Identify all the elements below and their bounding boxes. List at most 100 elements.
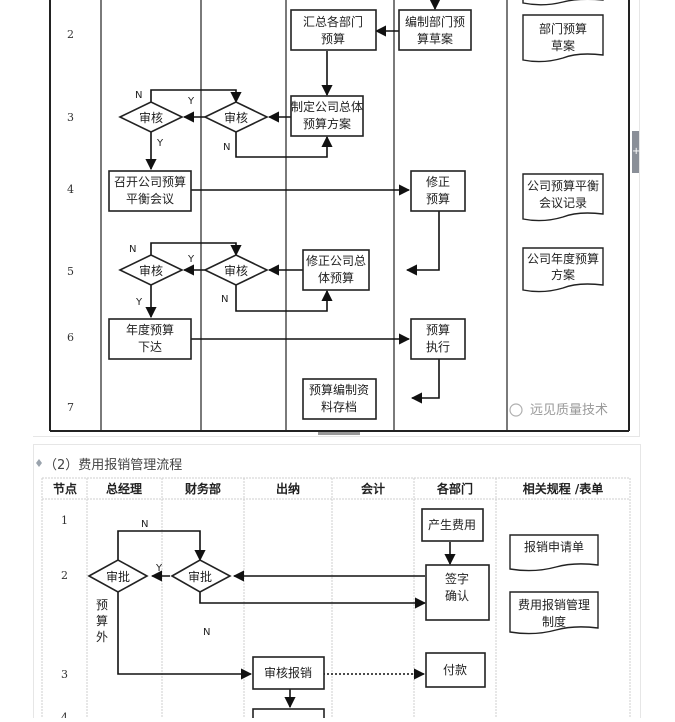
column-header: 会计 bbox=[361, 481, 385, 496]
process-box-archive-materials bbox=[302, 378, 377, 420]
decision-label: 审核 bbox=[139, 263, 163, 278]
box-label: 预算方案 bbox=[303, 116, 351, 131]
document-label: 公司年度预算 bbox=[527, 251, 599, 266]
column-header: 总经理 bbox=[106, 481, 142, 496]
column-header: 出纳 bbox=[276, 481, 300, 496]
branch-no-label: N bbox=[141, 519, 148, 530]
decision-label: 审核 bbox=[224, 263, 248, 278]
budget-flowchart-panel: 2 3 4 5 6 7 汇总各部门 预算 编制部门 bbox=[33, 0, 640, 437]
process-box-revise-company-budget bbox=[302, 249, 370, 291]
process-box-budget-execution bbox=[410, 318, 466, 360]
box-label: 执行 bbox=[426, 340, 450, 354]
box-label: 汇总各部门 bbox=[303, 14, 363, 29]
document-label: 费用报销管理 bbox=[518, 597, 590, 612]
svg-text:外: 外 bbox=[96, 630, 108, 644]
row-number: 3 bbox=[67, 111, 74, 124]
branch-yes-label: Y bbox=[156, 138, 164, 149]
process-box-balance-meeting bbox=[108, 170, 192, 212]
row-number: 2 bbox=[67, 28, 74, 41]
branch-yes-label: Y bbox=[187, 96, 195, 107]
section-title-text: （2）费用报销管理流程 bbox=[44, 458, 182, 473]
branch-no-label: N bbox=[223, 142, 230, 153]
document-label: 部门预算 bbox=[539, 21, 587, 36]
box-label: 年度预算 bbox=[126, 322, 174, 337]
column-header: 节点 bbox=[53, 481, 77, 496]
process-box-prepare-dept-draft bbox=[398, 9, 472, 51]
process-box-review-reimbursement bbox=[252, 656, 325, 690]
box-label: 预算 bbox=[426, 322, 450, 337]
svg-text:预: 预 bbox=[96, 598, 108, 612]
expand-handle[interactable]: + bbox=[632, 131, 641, 173]
flow-connectors bbox=[145, 0, 441, 404]
branch-no-label: N bbox=[203, 627, 210, 638]
document-label: 会议记录 bbox=[539, 196, 587, 210]
box-label: 预算 bbox=[321, 31, 345, 46]
box-label: 平衡会议 bbox=[126, 192, 174, 206]
document-label: 制度 bbox=[542, 614, 566, 629]
process-box-draft-company-plan bbox=[290, 95, 364, 137]
document-meeting-record bbox=[522, 173, 604, 222]
row-number: 2 bbox=[61, 569, 68, 582]
box-label: 预算 bbox=[426, 191, 450, 206]
watermark: 远见质量技术 bbox=[509, 403, 608, 418]
box-label: 产生费用 bbox=[428, 518, 476, 532]
column-header: 各部门 bbox=[436, 481, 473, 496]
wechat-icon bbox=[509, 403, 523, 417]
svg-text:算: 算 bbox=[96, 613, 108, 628]
box-label: 料存档 bbox=[321, 400, 357, 414]
branch-no-label: N bbox=[135, 90, 142, 101]
horizontal-scrollbar[interactable] bbox=[318, 432, 360, 435]
document-prev bbox=[522, 0, 604, 6]
document-label: 公司预算平衡 bbox=[527, 178, 599, 193]
box-label: 下达 bbox=[138, 340, 162, 354]
flow-connectors bbox=[117, 530, 456, 709]
decision-approve-gm bbox=[87, 559, 149, 593]
column-header: 财务部 bbox=[184, 481, 221, 496]
column-header: 相关规程 /表单 bbox=[523, 481, 604, 496]
process-box-payment bbox=[425, 652, 486, 688]
table-grid bbox=[41, 477, 631, 718]
swimlane-lines bbox=[49, 0, 630, 432]
document-label: 报销申请单 bbox=[524, 539, 584, 554]
over-budget-label: 预 算 外 bbox=[96, 598, 108, 644]
box-label: 制定公司总体 bbox=[291, 99, 363, 114]
box-label: 签字 bbox=[445, 571, 469, 586]
reimbursement-flowchart-panel: （2）费用报销管理流程 节点 总经理 财务部 出纳 会计 各部门 相关规程 /表… bbox=[33, 444, 641, 722]
process-box-sign-confirm bbox=[425, 564, 490, 621]
section-title: （2）费用报销管理流程 bbox=[36, 458, 182, 473]
box-label: 审核报销 bbox=[264, 665, 312, 680]
reimbursement-flowchart: （2）费用报销管理流程 节点 总经理 财务部 出纳 会计 各部门 相关规程 /表… bbox=[36, 458, 631, 722]
row-number: 3 bbox=[61, 668, 68, 681]
box-label: 体预算 bbox=[318, 270, 354, 285]
plus-icon: + bbox=[632, 146, 641, 157]
decision-review-finance-1 bbox=[203, 101, 269, 133]
document-label: 方案 bbox=[551, 267, 575, 282]
box-label: 确认 bbox=[445, 589, 469, 603]
decision-label: 审批 bbox=[188, 569, 212, 584]
box-label: 付款 bbox=[443, 663, 467, 677]
row-number: 1 bbox=[61, 514, 68, 527]
decision-approve-finance bbox=[170, 559, 232, 593]
box-label: 修正公司总 bbox=[306, 253, 366, 268]
branch-no-label: N bbox=[221, 294, 228, 305]
decision-label: 审批 bbox=[106, 569, 130, 584]
decision-review-finance-2 bbox=[203, 254, 269, 286]
decision-label: 审核 bbox=[139, 110, 163, 125]
box-label: 编制部门预 bbox=[405, 14, 465, 29]
process-box-annual-budget-issue bbox=[108, 318, 192, 360]
row-number: 4 bbox=[67, 183, 74, 196]
box-label: 预算编制资 bbox=[309, 382, 369, 397]
box-label: 算草案 bbox=[417, 31, 453, 46]
process-box-summarize-dept-budgets bbox=[290, 9, 377, 51]
decision-label: 审核 bbox=[224, 110, 248, 125]
document-annual-plan bbox=[522, 247, 604, 293]
decision-review-gm-2 bbox=[118, 254, 184, 286]
branch-yes-label: Y bbox=[187, 254, 195, 265]
row-number: 5 bbox=[67, 265, 74, 278]
box-label: 修正 bbox=[426, 174, 450, 189]
document-label: 草案 bbox=[551, 38, 575, 53]
move-handle-icon[interactable] bbox=[36, 459, 42, 467]
watermark-text: 远见质量技术 bbox=[530, 403, 608, 418]
branch-yes-label: Y bbox=[155, 563, 163, 574]
row-number: 7 bbox=[67, 401, 74, 414]
